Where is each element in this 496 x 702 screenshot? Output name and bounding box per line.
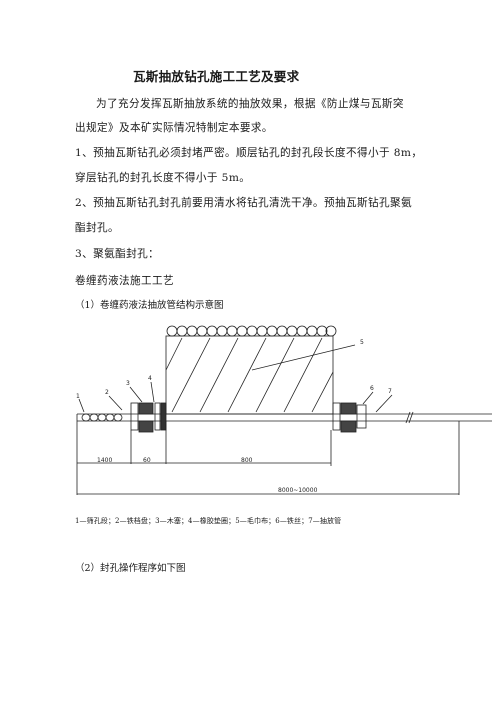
pipe-clamp bbox=[356, 404, 367, 429]
page-title: 瓦斯抽放钻孔施工工艺及要求 bbox=[133, 69, 300, 84]
iron-baffle-left bbox=[130, 402, 139, 431]
screen-holes bbox=[81, 413, 123, 422]
subheading: 卷缠药液法施工工艺 bbox=[75, 275, 174, 287]
wood-plug-left bbox=[138, 402, 154, 415]
label-3: 3 bbox=[126, 380, 130, 387]
dim-1400: 1400 bbox=[97, 457, 112, 464]
iron-baffle-right bbox=[332, 402, 341, 431]
label-5: 5 bbox=[360, 339, 364, 346]
item1-line-1: 1、预抽瓦斯钻孔必须封堵严密。顺层钻孔的封孔段长度不得小于 8m， bbox=[75, 147, 423, 159]
dim-total: 8000~10000 bbox=[278, 487, 318, 494]
item3-heading: 3、聚氨酯封孔： bbox=[75, 248, 160, 260]
label-7: 7 bbox=[388, 388, 392, 395]
rubber-gasket bbox=[154, 402, 161, 431]
intro-line-2: 出规定》及本矿实际情况特制定本要求。 bbox=[75, 122, 273, 134]
label-2: 2 bbox=[105, 389, 109, 396]
towel-hatch bbox=[165, 337, 334, 413]
intro-line-1: 为了充分发挥瓦斯抽放系统的抽放效果，根据《防止煤与瓦斯突 bbox=[96, 98, 404, 110]
diagram-legend: 1—筛孔段；2—铁档盘；3—木塞；4—橡胶垫圈；5—毛巾布；6—铁丝；7—抽放管 bbox=[75, 517, 342, 525]
label-1: 1 bbox=[76, 393, 80, 400]
wire-coil bbox=[166, 325, 337, 337]
item2-line-1: 2、预抽瓦斯钻孔封孔前要用清水将钻孔清洗干净。预抽瓦斯钻孔聚氨 bbox=[75, 197, 412, 209]
item1-line-2: 穿层钻孔的封孔长度不得小于 5m。 bbox=[75, 172, 251, 184]
dim-60: 60 bbox=[143, 457, 151, 464]
wood-plug-right bbox=[340, 402, 357, 415]
figure-caption: （1）卷缠药液法抽放管结构示意图 bbox=[75, 300, 224, 311]
step2-heading: （2）封孔操作程序如下图 bbox=[75, 563, 186, 574]
label-6: 6 bbox=[370, 385, 374, 392]
label-4: 4 bbox=[148, 375, 152, 382]
dim-800: 800 bbox=[241, 457, 253, 464]
item2-line-2: 酯封孔。 bbox=[75, 222, 119, 234]
